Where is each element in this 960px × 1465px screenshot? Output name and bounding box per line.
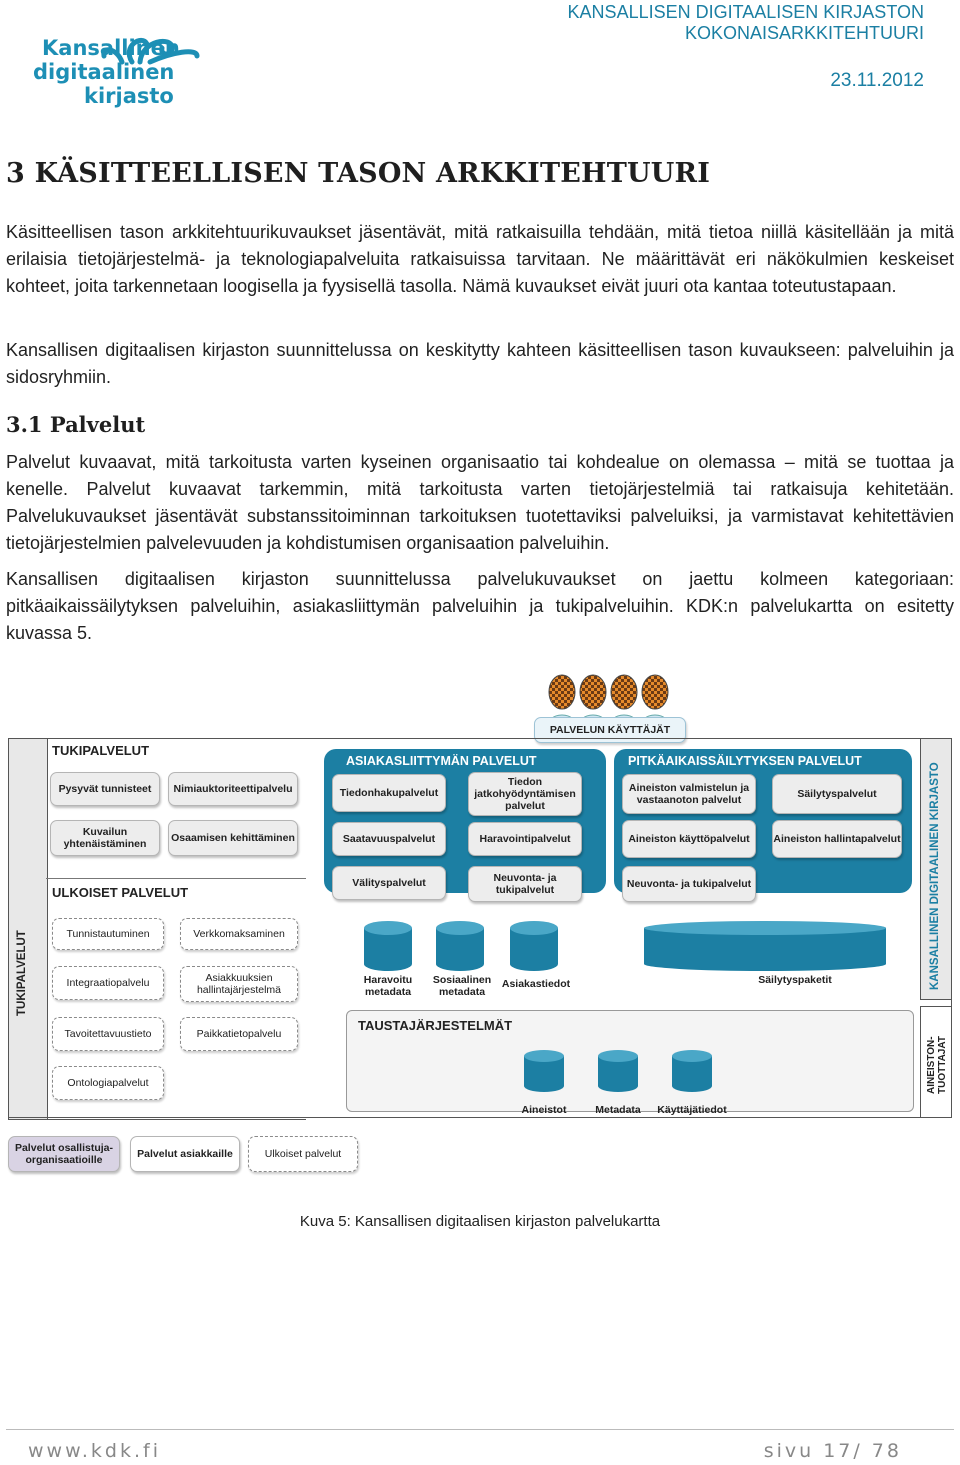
- card-verkkomaksaminen: Verkkomaksaminen: [180, 918, 298, 950]
- legend-ulkoiset: Ulkoiset palvelut: [248, 1136, 358, 1172]
- label-haravoitu-metadata: Haravoitu metadata: [350, 974, 426, 998]
- paragraph-2: Kansallisen digitaalisen kirjaston suunn…: [6, 337, 954, 391]
- card-integraatiopalvelu: Integraatiopalvelu: [52, 966, 164, 1000]
- card-saatavuuspalvelut: Saatavuuspalvelut: [332, 822, 446, 856]
- card-nimiauktoriteetti: Nimiauktoriteettipalvelu: [168, 772, 298, 806]
- label-kayttajatiedot: Käyttäjätiedot: [652, 1104, 732, 1116]
- card-pysyvat-tunnisteet: Pysyvät tunnisteet: [50, 772, 160, 806]
- card-haravointipalvelut: Haravointipalvelut: [468, 822, 582, 856]
- aineistot-cylinder-icon: [520, 1048, 568, 1094]
- card-aineiston-valmistelu: Aineiston valmistelun ja vastaanoton pal…: [622, 774, 756, 814]
- label-sosiaalinen-metadata: Sosiaalinen metadata: [424, 974, 500, 998]
- ulkoiset-divider: [46, 878, 306, 879]
- card-tiedonhakupalvelut: Tiedonhakupalvelut: [332, 774, 446, 812]
- tausta-title: TAUSTAJÄRJESTELMÄT: [358, 1018, 512, 1033]
- label-sailytyspaketit: Säilytyspaketit: [740, 974, 850, 986]
- paragraph-3: Palvelut kuvaavat, mitä tarkoitusta vart…: [6, 449, 954, 557]
- kayttajatiedot-cylinder-icon: [668, 1048, 716, 1094]
- sailytyspaketit-cylinder-icon: [640, 918, 890, 974]
- doc-title-line-2: KOKONAISARKKITEHTUURI: [685, 23, 924, 44]
- service-map-diagram: PALVELUN KÄYTTÄJÄT TUKIPALVELUT Pysyvät …: [0, 660, 960, 1180]
- doc-title-line-1: KANSALLISEN DIGITAALISEN KIRJASTON: [568, 2, 924, 23]
- kdk-label: KANSALLINEN DIGITAALINEN KIRJASTO: [929, 762, 941, 990]
- card-paikkatietopalvelu: Paikkatietopalvelu: [180, 1017, 298, 1051]
- haravoitu-cylinder-icon: [360, 918, 416, 974]
- card-tavoitettavuustieto: Tavoitettavuustieto: [52, 1017, 164, 1051]
- card-asiakkuuksien-hallinta: Asiakkuuksien hallintajärjestelmä: [180, 966, 298, 1002]
- card-sailytyspalvelut: Säilytyspalvelut: [772, 774, 902, 814]
- card-tunnistautuminen: Tunnistautuminen: [52, 918, 164, 950]
- logo-line-2: digitaalinen: [33, 62, 174, 83]
- sosiaalinen-cylinder-icon: [432, 918, 488, 974]
- card-aineiston-kayttopalvelut: Aineiston käyttöpalvelut: [622, 820, 756, 858]
- card-aineiston-hallintapalvelut: Aineiston hallintapalvelut: [772, 820, 902, 858]
- page-heading: 3 KÄSITTEELLISEN TASON ARKKITEHTUURI: [6, 158, 710, 189]
- paragraph-1: Käsitteellisen tason arkkitehtuurikuvauk…: [6, 219, 954, 300]
- paragraph-4: Kansallisen digitaalisen kirjaston suunn…: [6, 566, 954, 647]
- label-asiakastiedot: Asiakastiedot: [498, 978, 574, 990]
- pitka-title: PITKÄAIKAISSÄILYTYKSEN PALVELUT: [628, 754, 862, 768]
- legend-asiakkaille: Palvelut asiakkaille: [130, 1136, 240, 1172]
- tuki-title: TUKIPALVELUT: [52, 743, 149, 758]
- logo: Kansallinen digitaalinen kirjasto: [22, 26, 222, 116]
- tuki-side-label: TUKIPALVELUT: [16, 930, 28, 1016]
- card-neuvonta-pitka: Neuvonta- ja tukipalvelut: [622, 866, 756, 902]
- card-valityspalvelut: Välityspalvelut: [332, 866, 446, 900]
- logo-line-3: kirjasto: [84, 86, 174, 107]
- footer-url[interactable]: www.kdk.fi: [28, 1440, 161, 1462]
- card-kuvailun-yhtenaistaminen: Kuvailun yhtenäistäminen: [50, 820, 160, 856]
- card-osaamisen-kehittaminen: Osaamisen kehittäminen: [168, 820, 298, 856]
- figure-caption: Kuva 5: Kansallisen digitaalisen kirjast…: [0, 1213, 960, 1230]
- card-ontologiapalvelut: Ontologiapalvelut: [52, 1066, 164, 1100]
- metadata-cylinder-icon: [594, 1048, 642, 1094]
- aineisto-label: AINEISTON-TUOTTAJAT: [926, 1014, 948, 1094]
- footer-page: sivu 17/ 78: [764, 1440, 902, 1462]
- legend-osallistuja: Palvelut osallistuja-organisaatioille: [8, 1136, 120, 1172]
- ulkoiset-title: ULKOISET PALVELUT: [52, 885, 188, 900]
- label-metadata: Metadata: [586, 1104, 650, 1116]
- card-neuvonta-asiakas: Neuvonta- ja tukipalvelut: [468, 866, 582, 902]
- subheading: 3.1 Palvelut: [6, 412, 145, 437]
- label-aineistot: Aineistot: [512, 1104, 576, 1116]
- footer-rule: [6, 1429, 954, 1430]
- asiakas-title: ASIAKASLIITTYMÄN PALVELUT: [346, 754, 537, 768]
- doc-date: 23.11.2012: [830, 70, 924, 91]
- asiakastiedot-cylinder-icon: [506, 918, 562, 974]
- card-tiedon-jatkohyodyntaminen: Tiedon jatkohyödyntämisen palvelut: [468, 772, 582, 816]
- logo-line-1: Kansallinen: [42, 38, 180, 59]
